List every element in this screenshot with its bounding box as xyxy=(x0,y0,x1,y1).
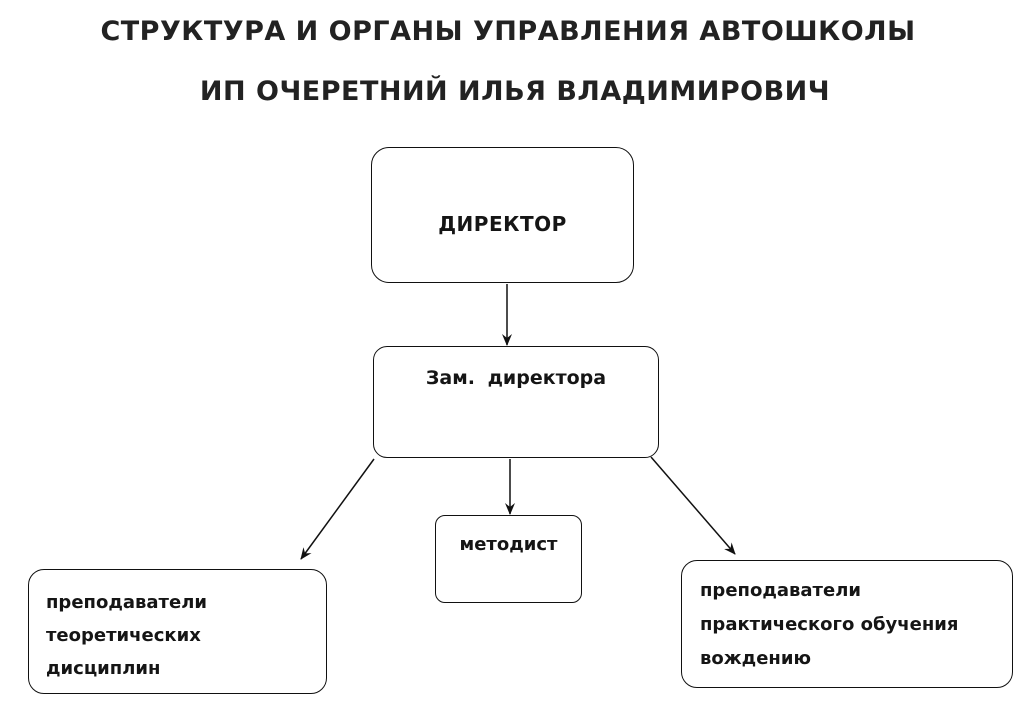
node-theory-teachers-line-2: теоретических xyxy=(46,625,201,646)
node-deputy-director: Зам. директора xyxy=(373,346,659,458)
node-theory-teachers-line-1: преподаватели xyxy=(46,592,207,613)
diagram-title-line-2: ИП ОЧЕРЕТНИЙ ИЛЬЯ ВЛАДИМИРОВИЧ xyxy=(199,76,831,107)
node-director-label: ДИРЕКТОР xyxy=(438,212,567,236)
arrow-deputy-to-theory-teachers xyxy=(300,458,375,560)
node-practice-teachers: преподаватели практического обучения вож… xyxy=(681,560,1013,688)
node-theory-teachers: преподаватели теоретических дисциплин xyxy=(28,569,327,694)
node-practice-teachers-line-3: вождению xyxy=(700,648,811,669)
node-theory-teachers-line-3: дисциплин xyxy=(46,658,161,679)
node-practice-teachers-line-1: преподаватели xyxy=(700,580,861,601)
node-methodist-label: методист xyxy=(459,534,558,555)
node-deputy-director-label: Зам. директора xyxy=(425,367,607,389)
node-methodist: методист xyxy=(435,515,582,603)
arrow-deputy-to-practice-teachers xyxy=(650,456,736,555)
node-practice-teachers-line-2: практического обучения xyxy=(700,614,959,635)
node-director: ДИРЕКТОР xyxy=(371,147,634,283)
diagram-title-line-1: СТРУКТУРА И ОРГАНЫ УПРАВЛЕНИЯ АВТОШКОЛЫ xyxy=(100,16,916,47)
